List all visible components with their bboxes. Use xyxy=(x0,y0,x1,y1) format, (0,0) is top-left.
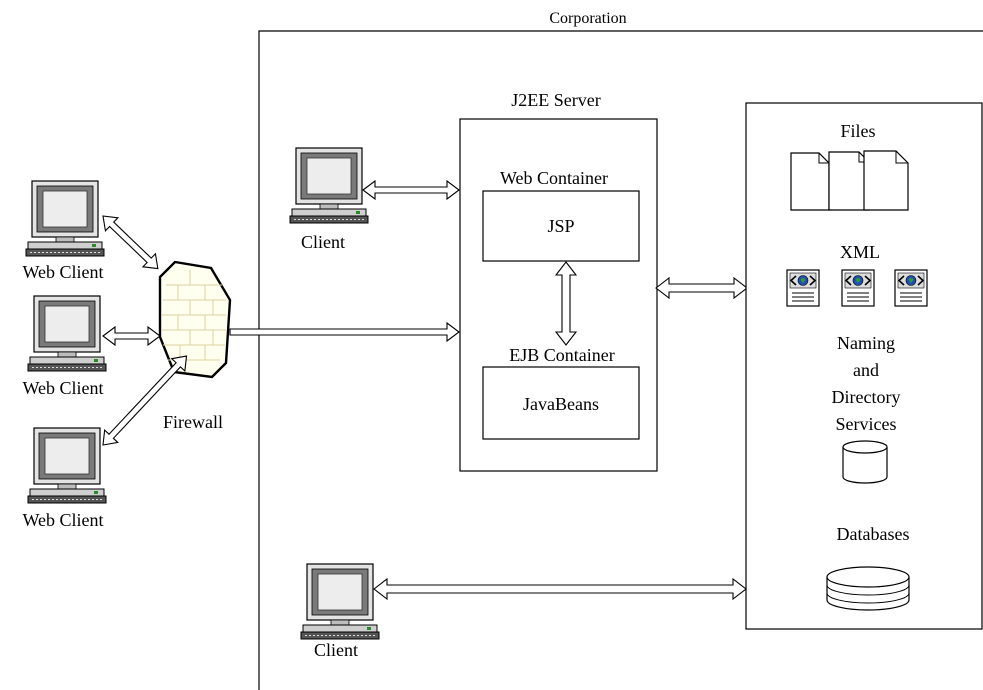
xml-label: XML xyxy=(840,242,880,262)
xml-document-icons xyxy=(786,269,928,307)
naming-label-line-4: Services xyxy=(836,414,897,434)
file-icons xyxy=(790,150,909,211)
client-2-resources-arrow xyxy=(373,577,747,601)
web-client-1-firewall-arrow xyxy=(102,215,159,270)
jsp-label: JSP xyxy=(547,216,574,236)
naming-label-line-3: Directory xyxy=(832,387,901,407)
client-2-computer-icon[interactable] xyxy=(300,563,380,640)
client-1-computer-icon[interactable] xyxy=(289,147,369,224)
firewall-icon[interactable] xyxy=(158,260,232,379)
databases-icon xyxy=(826,566,910,611)
naming-label-line-2: and xyxy=(853,360,879,380)
web-client-3-computer-icon[interactable] xyxy=(27,427,107,504)
files-label: Files xyxy=(840,121,875,141)
firewall-label: Firewall xyxy=(163,412,223,432)
ejb-container-title: EJB Container xyxy=(509,345,615,365)
j2ee-server-title: J2EE Server xyxy=(511,90,600,110)
client-1-server-arrow xyxy=(362,179,460,201)
web-client-3-label: Web Client xyxy=(22,510,103,530)
ejb-container-box[interactable] xyxy=(482,366,640,440)
jsp-javabeans-arrow xyxy=(554,261,578,346)
client-1-label: Client xyxy=(301,232,345,252)
web-client-1-label: Web Client xyxy=(22,262,103,282)
directory-database-icon xyxy=(842,440,888,484)
web-client-2-firewall-arrow xyxy=(102,325,161,347)
server-resources-arrow xyxy=(655,276,748,300)
naming-directory-label: Naming and Directory Services xyxy=(832,333,901,434)
web-client-2-computer-icon[interactable] xyxy=(27,295,107,372)
web-client-1-computer-icon[interactable] xyxy=(25,180,105,257)
databases-label: Databases xyxy=(837,524,910,544)
naming-label-line-1: Naming xyxy=(837,333,895,353)
corporation-boundary xyxy=(258,30,983,690)
web-container-box[interactable] xyxy=(482,190,640,262)
web-client-3-firewall-arrow xyxy=(102,355,188,446)
firewall-to-server-arrow xyxy=(229,321,460,343)
web-client-2-label: Web Client xyxy=(22,378,103,398)
client-2-label: Client xyxy=(314,640,358,660)
web-container-title: Web Container xyxy=(500,168,608,188)
javabeans-label: JavaBeans xyxy=(523,394,599,414)
corporation-label: Corporation xyxy=(549,10,626,27)
